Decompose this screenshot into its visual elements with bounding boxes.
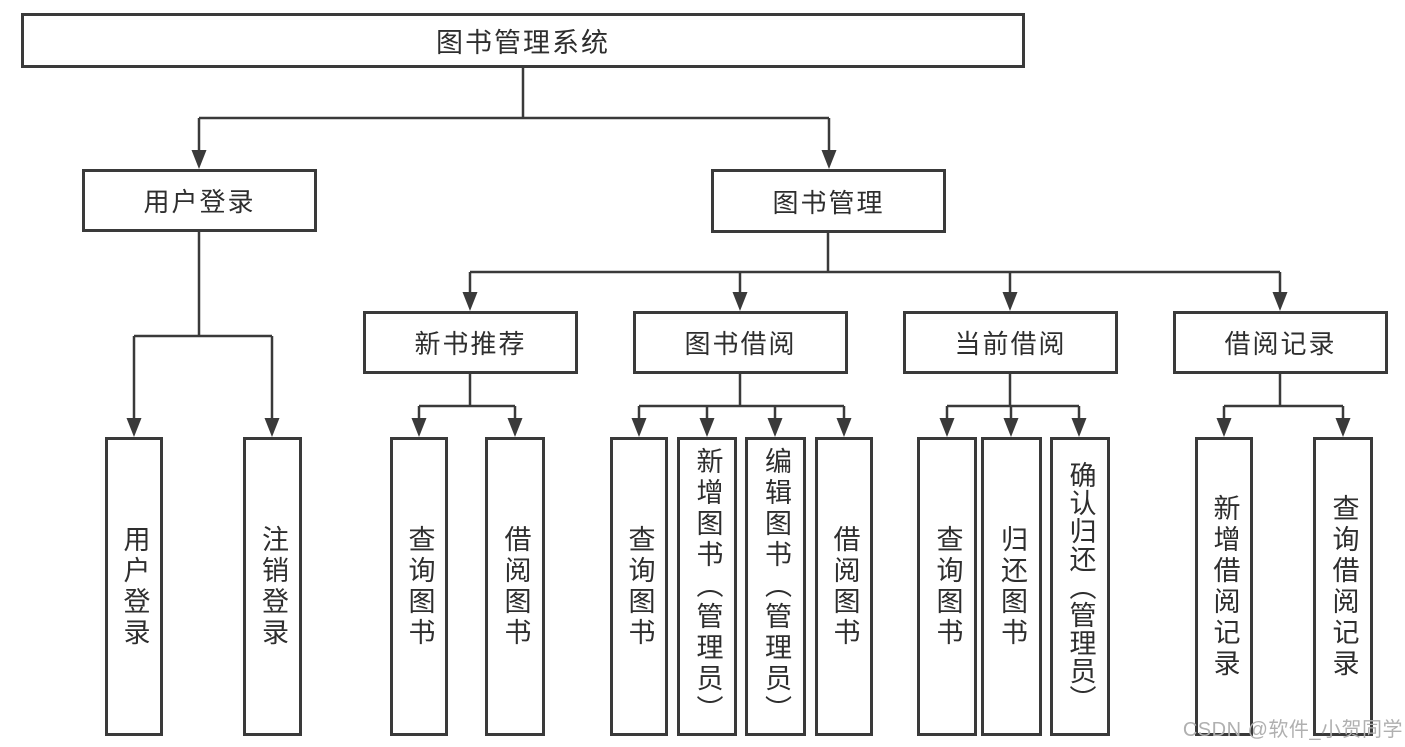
leaf-current-return-books: 归还图书 [981, 437, 1042, 736]
connector-root-to-level2 [191, 68, 837, 169]
connector-book-borrow-branch [631, 374, 852, 437]
leaf-records-add-record: 新增借阅记录 [1195, 437, 1253, 736]
leaf-borrow-borrow-books: 借阅图书 [815, 437, 873, 736]
leaf-borrow-edit-books-admin: 编辑图书（管理员） [745, 437, 806, 736]
node-book-borrow: 图书借阅 [633, 311, 848, 374]
leaf-borrow-add-books-admin: 新增图书（管理员） [677, 437, 737, 736]
node-user-login-label: 用户登录 [143, 187, 256, 217]
leaf-recommend-borrow-books-label: 借阅图书 [500, 524, 531, 649]
leaf-user-login-label: 用户登录 [119, 524, 150, 649]
node-borrow-records-label: 借阅记录 [1224, 329, 1337, 359]
leaf-current-confirm-return-admin-label: 确认归还（管理员） [1065, 460, 1096, 713]
node-current-borrow-label: 当前借阅 [954, 329, 1067, 359]
leaf-borrow-borrow-books-label: 借阅图书 [829, 524, 860, 649]
leaf-borrow-edit-books-admin-label: 编辑图书（管理员） [761, 447, 791, 726]
node-root: 图书管理系统 [21, 13, 1025, 68]
leaf-borrow-query-books-label: 查询图书 [624, 524, 655, 649]
leaf-records-query-record: 查询借阅记录 [1313, 437, 1373, 736]
node-borrow-records: 借阅记录 [1173, 311, 1388, 374]
leaf-records-query-record-label: 查询借阅记录 [1328, 493, 1359, 680]
node-root-label: 图书管理系统 [436, 28, 610, 58]
leaf-logout: 注销登录 [243, 437, 302, 736]
leaf-current-return-books-label: 归还图书 [997, 524, 1027, 649]
leaf-borrow-add-books-admin-label: 新增图书（管理员） [692, 447, 723, 726]
leaf-logout-label: 注销登录 [258, 524, 288, 649]
leaf-user-login: 用户登录 [105, 437, 163, 736]
node-new-book-recommend-label: 新书推荐 [414, 329, 527, 359]
node-user-login: 用户登录 [82, 169, 317, 232]
node-book-management-label: 图书管理 [772, 187, 885, 218]
leaf-recommend-borrow-books: 借阅图书 [485, 437, 545, 736]
leaf-current-query-books-label: 查询图书 [932, 524, 963, 649]
leaf-records-add-record-label: 新增借阅记录 [1209, 493, 1240, 680]
leaf-borrow-query-books: 查询图书 [610, 437, 668, 736]
leaf-current-confirm-return-admin: 确认归还（管理员） [1050, 437, 1110, 736]
node-new-book-recommend: 新书推荐 [363, 311, 578, 374]
connector-borrow-records-branch [1216, 374, 1351, 437]
leaf-current-query-books: 查询图书 [917, 437, 977, 736]
connector-new-book-recommend-branch [411, 374, 523, 437]
node-book-borrow-label: 图书借阅 [684, 329, 797, 359]
node-current-borrow: 当前借阅 [903, 311, 1118, 374]
connector-current-borrow-branch [939, 374, 1087, 437]
leaf-recommend-query-books-label: 查询图书 [404, 524, 435, 649]
connector-book-management-branch [462, 233, 1288, 311]
connector-user-login-branch [126, 232, 280, 437]
watermark: CSDN @软件_小贺同学 [1182, 719, 1403, 741]
node-book-management: 图书管理 [711, 169, 946, 233]
leaf-recommend-query-books: 查询图书 [390, 437, 448, 736]
